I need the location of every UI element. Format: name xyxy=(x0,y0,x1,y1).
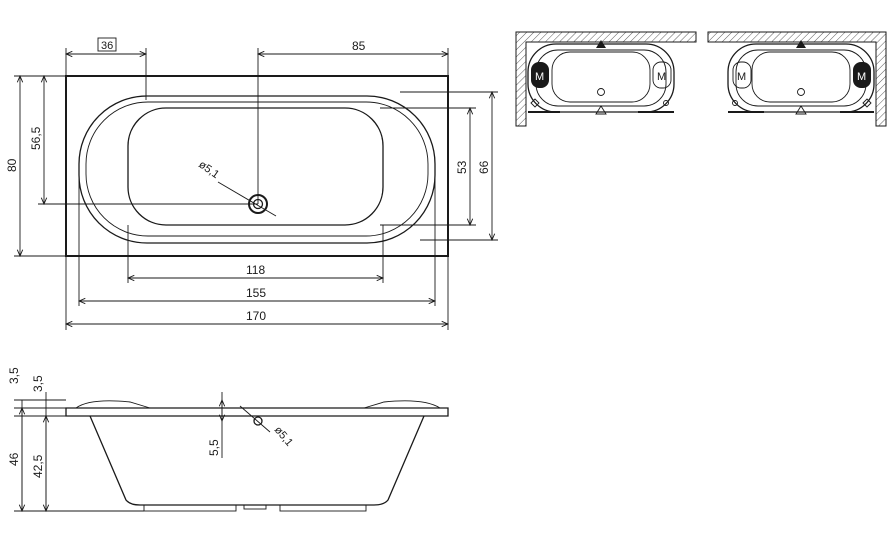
drain-label-top: ø5,1 xyxy=(196,159,221,181)
install-diagram-left: M M xyxy=(515,31,697,127)
triangle-icon xyxy=(796,40,806,48)
motor-label: M xyxy=(535,71,544,83)
dim-42-5: 42,5 xyxy=(31,454,45,478)
dim-5-5: 5,5 xyxy=(207,439,221,456)
dim-66: 66 xyxy=(477,160,491,174)
dim-3-5-a: 3,5 xyxy=(7,367,21,384)
dim-53: 53 xyxy=(455,160,469,174)
dim-36: 36 xyxy=(101,40,113,52)
dim-3-5-b: 3,5 xyxy=(31,375,45,392)
motor-icon xyxy=(531,62,549,88)
drain-label-side: ø5,1 xyxy=(272,424,295,449)
motor-label: M xyxy=(857,71,866,83)
motor-icon-outline xyxy=(652,61,672,89)
motor-icon xyxy=(853,62,871,88)
basin-rim xyxy=(85,101,429,237)
basin-outer xyxy=(78,95,436,244)
dim-56-5: 56,5 xyxy=(29,126,43,150)
side-view: 3,5 3,5 46 42,5 5,5 ø5,1 xyxy=(7,367,449,512)
install-diagram-right: M M xyxy=(707,31,887,127)
diamond-icon xyxy=(862,98,872,108)
side-rim xyxy=(65,407,449,417)
triangle-outline-icon xyxy=(595,105,607,115)
dim-155: 155 xyxy=(246,286,266,300)
diamond-icon xyxy=(530,98,540,108)
dim-170: 170 xyxy=(246,309,266,323)
tub-outline xyxy=(65,75,449,257)
dim-46: 46 xyxy=(7,452,21,466)
dim-118: 118 xyxy=(246,263,265,277)
dim-85: 85 xyxy=(352,39,366,53)
foot-right xyxy=(279,504,367,512)
motor-icon-outline xyxy=(732,61,752,89)
motor-label: M xyxy=(657,71,666,83)
offset-box xyxy=(97,37,117,52)
motor-label: M xyxy=(737,71,746,83)
basin-inner xyxy=(127,107,384,226)
top-view: 85 36 118 155 170 80 56,5 53 66 ø5,1 xyxy=(5,37,498,330)
drain-leader xyxy=(217,181,277,217)
foot-left xyxy=(143,504,237,512)
side-body xyxy=(89,415,425,506)
triangle-icon xyxy=(596,40,606,48)
dim-80: 80 xyxy=(5,158,19,172)
triangle-outline-icon xyxy=(795,105,807,115)
